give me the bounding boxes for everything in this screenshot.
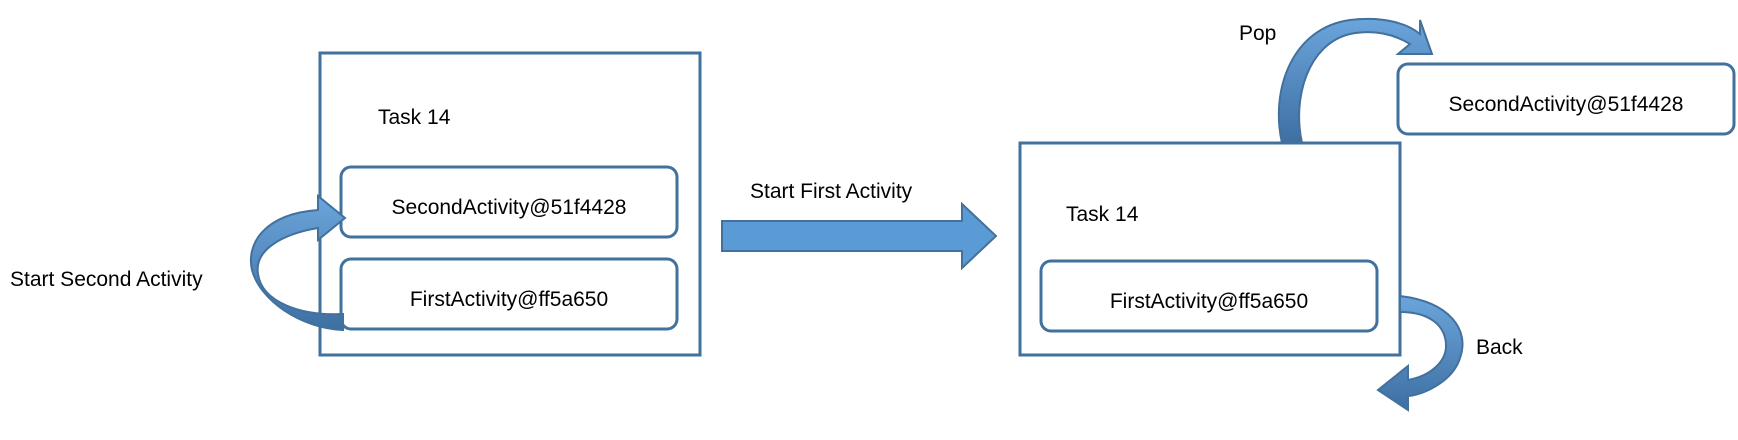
activity-box-first-before <box>339 257 679 331</box>
activity-box-second-popped <box>1396 62 1736 136</box>
activity-label-second-before: SecondActivity@51f4428 <box>392 196 627 219</box>
task-label-after: Task 14 <box>1066 203 1139 226</box>
activity-label-first-before: FirstActivity@ff5a650 <box>410 288 608 311</box>
start-second-activity-loop-arrow <box>249 193 347 332</box>
pop-arrow <box>1277 18 1434 144</box>
task-label-before: Task 14 <box>378 106 451 129</box>
activity-label-second-popped: SecondActivity@51f4428 <box>1449 93 1684 116</box>
activity-box-second-before <box>339 165 679 239</box>
start-second-activity-label: Start Second Activity <box>10 268 203 291</box>
pop-label: Pop <box>1239 22 1276 45</box>
activity-box-first-after <box>1039 259 1379 333</box>
back-arrow <box>1376 294 1464 412</box>
activity-label-first-after: FirstActivity@ff5a650 <box>1110 290 1308 313</box>
back-label: Back <box>1476 336 1523 359</box>
start-first-activity-label: Start First Activity <box>750 180 913 203</box>
start-first-activity-arrow <box>721 201 998 271</box>
